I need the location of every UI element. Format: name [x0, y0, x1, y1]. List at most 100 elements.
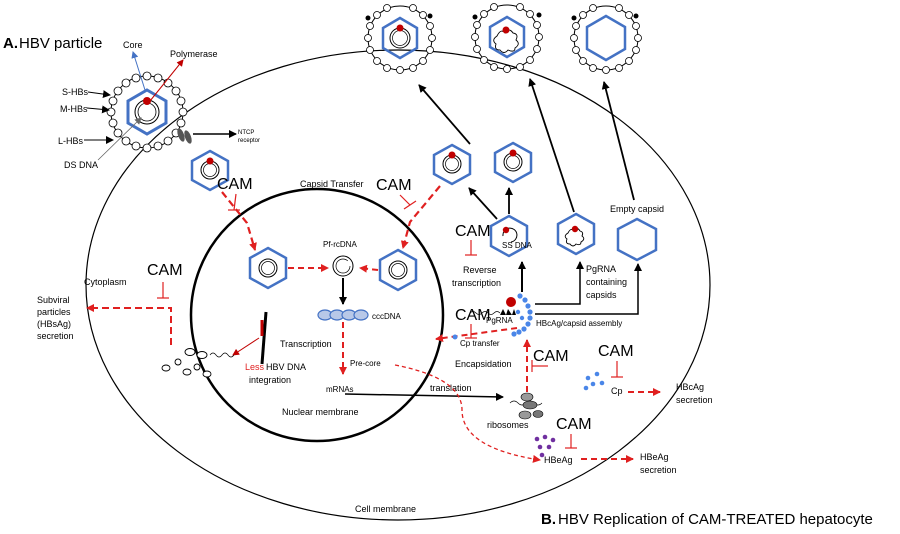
- hbeag-secretion-1: HBeAg: [640, 452, 669, 462]
- nuclear-capsid-right: [378, 248, 418, 292]
- pgrna-capsid-export-arrow: [528, 78, 575, 213]
- pgrna-cp-complex: [500, 293, 533, 337]
- hbeag-secretion-2: secretion: [640, 465, 677, 475]
- released-virion-2: [471, 3, 543, 73]
- translation-arrow: [344, 392, 504, 401]
- polymerase-arrow: [149, 59, 184, 102]
- pgrna-caps-label-1: PgRNA: [586, 264, 616, 274]
- encapsidation-label: Encapsidation: [455, 359, 512, 369]
- hbsag-mrna: [209, 352, 235, 358]
- ds-dna-arrow: [97, 117, 142, 161]
- nuclear-membrane: [189, 187, 445, 443]
- pgrna-label: PgRNA: [486, 316, 513, 325]
- pgrna-caps-label-2: containing: [586, 277, 627, 287]
- polymerase-label: Polymerase: [170, 49, 218, 59]
- to-empty-capsid-arrow: [535, 263, 642, 315]
- ntcp-label-2: receptor: [238, 138, 260, 144]
- cam-label-hbeag: CAM: [556, 416, 592, 433]
- hbv-particle: [106, 71, 188, 153]
- cccdna-label: cccDNA: [372, 312, 402, 321]
- empty-capsid-label: Empty capsid: [610, 204, 664, 214]
- capsid-to-nucleus-arrow: [221, 191, 257, 251]
- capsid-transfer-arrow: [400, 185, 441, 249]
- pgrna-strand: [469, 311, 501, 315]
- hbcag-secretion-2: secretion: [676, 395, 713, 405]
- cam-label-entry: CAM: [217, 176, 253, 193]
- section-a-prefix: A.: [3, 35, 18, 52]
- subviral-secretion-arrow: [86, 304, 172, 345]
- pf-rcdna-label: Pf-rcDNA: [323, 240, 357, 249]
- ntcp-label-1: NTCP: [238, 130, 254, 136]
- cccdna: [317, 309, 369, 321]
- hbcag-secretion-1: HBcAg: [676, 382, 704, 392]
- translation-label: translation: [430, 383, 472, 393]
- section-a-title: HBV particle: [19, 35, 102, 52]
- section-b-prefix: B.: [541, 511, 556, 528]
- core-arrow: [131, 51, 146, 91]
- cam-label-transfer: CAM: [376, 177, 412, 194]
- core-label: Core: [123, 40, 143, 50]
- to-pgrna-capsid-arrow: [535, 261, 584, 305]
- ss-dna-label: SS DNA: [502, 241, 532, 250]
- pre-core-label: Pre-core: [350, 359, 381, 368]
- hbeag-label: HBeAg: [544, 455, 573, 465]
- cp-transfer-dot: [452, 334, 458, 340]
- integration-arrow: [232, 337, 260, 356]
- mature-export-arrow: [418, 84, 471, 145]
- cell-membrane-label: Cell membrane: [355, 504, 416, 514]
- mature-capsid-2: [493, 141, 533, 184]
- m-hbs-label: M-HBs: [60, 104, 88, 114]
- empty-capsid-export-arrow: [601, 81, 635, 201]
- ss-to-mature-left-arrow: [468, 187, 498, 220]
- entering-capsid: [190, 149, 230, 192]
- mature-capsid-1: [432, 143, 472, 186]
- empty-capsid: [616, 217, 658, 262]
- hbcag-assembly-label: HBcAg/capsid assembly: [536, 319, 622, 328]
- subviral-label-2: particles: [37, 307, 71, 317]
- ribosomes-label: ribosomes: [487, 420, 529, 430]
- cam-label-encap: CAM: [533, 348, 569, 365]
- cp-label: Cp: [611, 386, 623, 396]
- integration-label: integration: [249, 375, 291, 385]
- subviral-particles: [161, 348, 212, 378]
- cam-label-cp: CAM: [598, 343, 634, 360]
- hbeag-icon: [534, 434, 556, 458]
- s-hbs-arrow: [87, 90, 111, 99]
- hbv-dna-label: HBV DNA: [266, 362, 306, 372]
- cam-transfer-inhibit: [399, 194, 411, 206]
- subviral-label-1: Subviral: [37, 295, 70, 305]
- reverse-label-2: transcription: [452, 278, 501, 288]
- cell-membrane: [85, 49, 711, 521]
- section-b-title: HBV Replication of CAM-TREATED hepatocyt…: [558, 511, 873, 528]
- cp-transfer-arrow: [435, 327, 518, 343]
- ntcp-receptor: [177, 128, 192, 144]
- mrnas-label: mRNAs: [326, 385, 354, 394]
- l-hbs-label: L-HBs: [58, 136, 84, 146]
- pgrna-capsid: [556, 212, 596, 256]
- transcription-label: Transcription: [280, 339, 332, 349]
- cam-label-subviral: CAM: [147, 262, 183, 279]
- reverse-label-1: Reverse: [463, 265, 497, 275]
- pf-rcdna: [332, 255, 354, 277]
- cp-icon: [583, 371, 605, 391]
- released-virion-1: [364, 4, 436, 74]
- pgrna-caps-label-3: capsids: [586, 290, 617, 300]
- ribosomes-icon: [509, 392, 544, 420]
- m-hbs-arrow: [86, 105, 110, 114]
- subviral-label-3: (HBsAg): [37, 319, 71, 329]
- integration-dna: [260, 311, 268, 365]
- cytoplasm-label: Cytoplasm: [84, 277, 127, 287]
- cam-label-cp-transfer: CAM: [455, 307, 491, 324]
- ss-dna-capsid: [489, 214, 529, 258]
- released-virion-3: [570, 4, 642, 74]
- right-capsid-release-arrow: [359, 264, 379, 273]
- less-label: Less: [245, 362, 265, 372]
- nuclear-capsid-left: [248, 246, 288, 290]
- cp-transfer-label: Cp transfer: [460, 339, 500, 348]
- cam-entry-inhibit: [233, 193, 237, 211]
- s-hbs-label: S-HBs: [62, 87, 89, 97]
- subviral-label-4: secretion: [37, 331, 74, 341]
- cam-transfer-bar: [403, 200, 417, 210]
- ds-dna-label: DS DNA: [64, 160, 98, 170]
